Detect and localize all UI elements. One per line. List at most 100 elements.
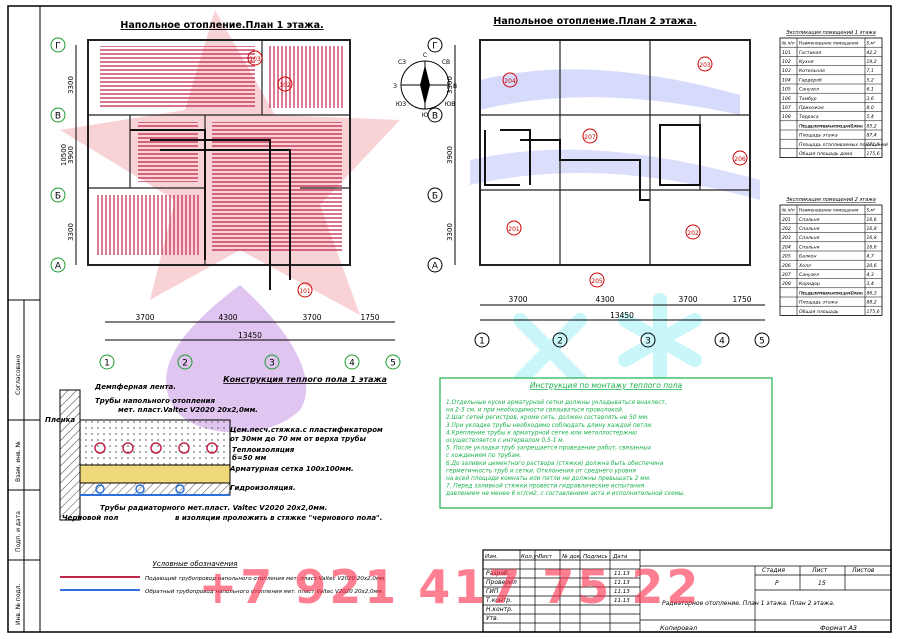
spec-cell-name: Терраса [799,114,819,120]
spec-cell-num: 102 [782,59,791,65]
install-instructions: Инструкция по монтажу теплого пола 1.Отд… [439,377,773,509]
svg-text:Подпись: Подпись [583,554,608,560]
svg-text:Разраб.: Разраб. [486,570,510,577]
spec-cell-area: 16,6 [867,217,877,223]
svg-text:3700: 3700 [302,313,321,322]
plan-1-coil-hall [95,195,200,255]
svg-text:3700: 3700 [508,295,527,304]
svg-text:Гидроизоляция.: Гидроизоляция. [230,484,296,492]
spec-cell-num: 103 [782,68,791,74]
spec-cell-num: 203 [782,235,791,241]
svg-text:В: В [55,112,61,122]
plan-2-axis-numbers: 1 2 3 4 5 [474,332,770,348]
spec-cell-num: 206 [782,263,791,269]
spec-row: 101 Гостиная 42,2 [782,50,877,56]
svg-text:В: В [432,112,438,122]
legend-supply-label: Подающий трубопровод напольного отоплени… [145,576,386,582]
svg-text:Т.контр.: Т.контр. [486,597,512,604]
spec-cell-area: S,м² [867,208,876,213]
svg-text:мет. пласт.Valtec V2020 20х2,: мет. пласт.Valtec V2020 20х2,0мм. [118,406,258,414]
spec-cell-area: 6,1 [867,87,874,93]
spec-cell-num: № п/п [781,41,795,46]
plan-2-pipes [484,124,701,201]
instruction-line: 1.Отдельные куски арматурной сетки должн… [446,400,667,406]
spec-cell-name: Площадь отапливаемых помещений 1 этажа [799,123,863,129]
spec-cell-area: 4,3 [867,272,874,278]
pipe-sections [94,442,218,454]
svg-text:4300: 4300 [595,295,614,304]
svg-text:ГИП: ГИП [486,588,499,595]
svg-text:1750: 1750 [732,295,751,304]
spec-cell-area: S,м² [867,41,876,46]
spec-cell-num: 101 [782,50,791,56]
svg-text:Пленка: Пленка [45,416,75,424]
plan-1-coil-living [212,122,342,252]
plan-1-coil-kitchen [100,46,255,108]
svg-text:Стадия: Стадия [762,567,785,574]
spec-cell-area: 42,2 [867,50,877,56]
svg-text:3700: 3700 [135,313,154,322]
svg-text:3300: 3300 [67,223,75,241]
spec-cell-name: Общая площадь [799,309,839,315]
plan-2-axis-letters: Г В Б А [427,37,443,273]
spec-cell-num: № п/п [781,208,795,213]
svg-text:5: 5 [390,359,396,369]
instructions-box [439,377,773,509]
stamp-roles: Изм. Кол.уч Лист № док. Подпись Дата [485,554,628,560]
spec-cell-name: Коридор [799,281,820,287]
spec-cell-area: 5,2 [867,77,874,83]
plan-1-axis-numbers: 1 2 3 4 5 [99,354,401,370]
plan-1-room-102: 102 [279,82,291,89]
spec-cell-name: Площадь отапливаемых помещений [799,142,888,148]
svg-text:15: 15 [818,580,826,587]
plan-1-room-tag [297,282,313,298]
spec-row: № п/п Наименование помещения S,м² [781,41,876,46]
plan-1-bottom-dims: 3700 4300 3700 1750 13450 [105,313,395,341]
svg-text:1: 1 [479,337,485,347]
spec-cell-name: Общая площадь дома [799,151,853,157]
instruction-line: 6.До заливки цементного раствора (стяжки… [446,461,664,467]
title-block: Изм. Кол.уч Лист № док. Подпись Дата Раз… [482,549,892,633]
stamp-doc-title: Радиаторное отопление. План 1 этажа. Пла… [662,600,835,607]
spec-cell-name: Гостиная [799,50,821,56]
svg-text:3300: 3300 [446,76,454,94]
spec-cell-area: 86,3 [867,290,877,296]
instruction-line: 3.При укладке трубы необходимо соблюдать… [446,423,653,429]
svg-text:Ю: Ю [422,112,429,119]
svg-text:203: 203 [699,62,711,69]
svg-text:11.13: 11.13 [614,589,630,595]
svg-text:СВ: СВ [442,59,450,66]
spec-cell-area: 16,8 [867,235,877,241]
svg-text:3900: 3900 [67,146,75,164]
spec-cell-name: Площадь этажа [799,300,838,306]
svg-text:С: С [423,52,427,59]
svg-text:Б: Б [55,192,61,202]
svg-text:207: 207 [584,134,596,141]
svg-text:А: А [432,262,439,272]
spec-cell-name: Санузел [799,87,819,93]
spec-cell-name: Санузел [799,272,819,278]
spec-title: Экспликация помещений 2 этажа [785,197,876,203]
spec-cell-name: Наименование помещения [799,41,859,46]
svg-text:4: 4 [719,337,725,347]
svg-text:204: 204 [504,78,516,85]
plan-2-bottom-dims: 3700 4300 3700 1750 13450 [480,295,765,321]
side-label-sign: Подп. и дата [15,511,22,552]
insulation-layer [79,464,231,484]
plan-1-title: Напольное отопление.План 1 этажа. [120,20,323,31]
svg-text:205: 205 [591,278,603,285]
instructions-title: Инструкция по монтажу теплого пола [530,381,683,390]
svg-text:5: 5 [759,337,765,347]
spec-cell-num: 207 [782,272,791,278]
